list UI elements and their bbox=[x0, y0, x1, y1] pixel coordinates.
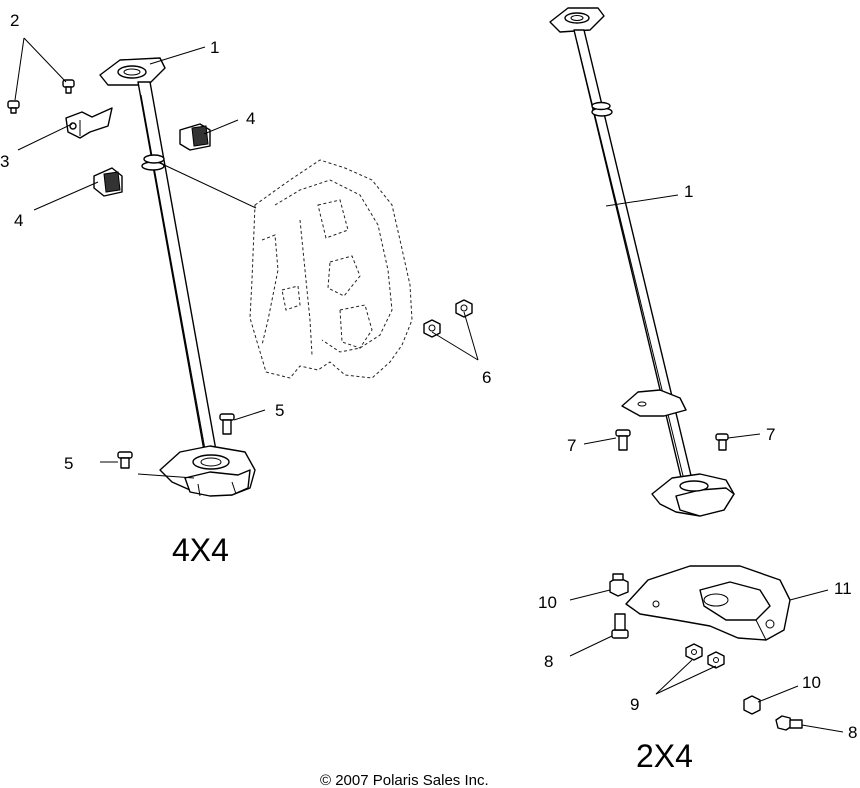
bolt-part-5-right bbox=[219, 413, 235, 435]
bushing-part-4-bottom bbox=[93, 167, 123, 197]
callout-4-bottom: 4 bbox=[14, 211, 23, 230]
bolt-part-5-left bbox=[117, 451, 133, 469]
callout-3: 3 bbox=[0, 152, 9, 171]
callout-labels: 2 1 4 3 4 6 5 5 1 7 7 10 11 8 9 10 8 bbox=[0, 11, 857, 742]
callout-2: 2 bbox=[10, 11, 19, 30]
bolt-part-2-a bbox=[62, 79, 75, 94]
bolt-part-2-b bbox=[7, 100, 20, 114]
callout-5-right: 5 bbox=[275, 401, 284, 420]
nut-part-9-a bbox=[685, 643, 703, 661]
nut-part-10-bottom bbox=[743, 695, 761, 715]
nut-part-10-top bbox=[609, 573, 629, 597]
callout-5-left: 5 bbox=[64, 454, 73, 473]
nut-part-6-b bbox=[455, 299, 473, 318]
callout-8-left: 8 bbox=[544, 652, 553, 671]
group-label-2x4: 2X4 bbox=[636, 738, 693, 774]
lower-bracket-2x4 bbox=[651, 473, 735, 517]
callout-9: 9 bbox=[630, 695, 639, 714]
callout-10-top: 10 bbox=[538, 593, 557, 612]
bracket-part-11 bbox=[625, 565, 791, 641]
callout-7-left: 7 bbox=[567, 436, 576, 455]
callout-1-left: 1 bbox=[210, 38, 219, 57]
bolt-part-8-left bbox=[611, 613, 629, 639]
upper-bracket-2x4 bbox=[621, 389, 687, 417]
callout-1-right: 1 bbox=[684, 182, 693, 201]
bolt-part-7-left bbox=[615, 429, 631, 451]
callout-10-bottom: 10 bbox=[802, 673, 821, 692]
leader-lines-4x4 bbox=[14, 37, 479, 479]
callout-4-top: 4 bbox=[246, 109, 255, 128]
nut-part-6-a bbox=[423, 319, 441, 338]
callout-6: 6 bbox=[482, 368, 491, 387]
callout-8-right: 8 bbox=[848, 723, 857, 742]
callout-11: 11 bbox=[834, 579, 852, 598]
copyright-notice: © 2007 Polaris Sales Inc. bbox=[320, 772, 489, 788]
leader-lines-2x4 bbox=[569, 194, 844, 733]
bolt-part-7-right bbox=[715, 433, 729, 451]
nut-part-9-b bbox=[707, 651, 725, 669]
bushing-part-4-top bbox=[179, 123, 211, 151]
group-label-4x4: 4X4 bbox=[172, 532, 229, 568]
steering-base-4x4 bbox=[159, 445, 256, 497]
frame-ghost bbox=[249, 159, 413, 379]
steering-post-4x4 bbox=[99, 57, 218, 457]
steering-post-2x4 bbox=[549, 7, 695, 491]
bolt-part-8-right bbox=[775, 715, 803, 731]
clamp-part-3 bbox=[65, 107, 113, 139]
callout-7-right: 7 bbox=[766, 425, 775, 444]
